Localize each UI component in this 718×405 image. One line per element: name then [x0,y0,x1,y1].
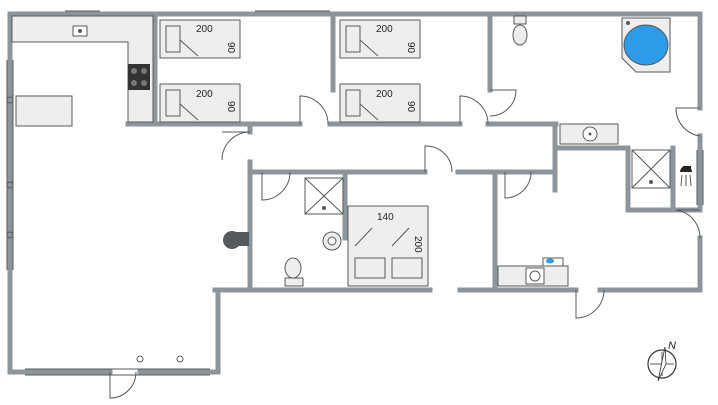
bed-length-label: 200 [376,89,393,100]
compass-north-label: N [668,340,676,352]
kitchen-counter [11,15,154,123]
bed-length-label: 140 [377,212,394,223]
stove-icon [128,64,150,90]
bed-width-label: 90 [225,42,236,54]
single-bed [159,83,241,123]
shower-room [631,149,692,189]
shower-icon [304,177,344,215]
bed-width-label: 90 [225,101,236,113]
bed-width-label: 90 [405,101,416,113]
compass-icon: N [647,340,677,382]
bed-length-label: 200 [376,24,393,35]
bathroom-whirlpool [512,15,671,145]
utility-room [497,257,569,287]
fireplace-icon [223,231,249,249]
whirlpool-icon [621,17,671,73]
bed-width-label: 90 [405,42,416,54]
toilet-icon [284,257,304,287]
shower-icon [631,149,671,189]
single-bed [339,19,421,59]
washing-machine-icon [525,267,545,285]
sink-icon [322,231,342,251]
master-bedroom: 140 200 [347,205,429,287]
bathroom-lower [284,177,344,287]
bedroom-2: 200 90 200 90 [339,19,421,123]
bedroom-1: 200 90 200 90 [159,19,241,123]
doors [109,89,701,399]
bed-width-label: 200 [412,236,423,253]
toilet-icon [512,15,528,46]
shower-head-icon [680,166,692,187]
kitchen-island [15,95,73,127]
kitchen [11,15,154,127]
single-bed [339,83,421,123]
windows [6,10,704,376]
bed-length-label: 200 [196,24,213,35]
sink-icon [559,123,619,145]
sink-icon [72,25,88,37]
double-bed [347,205,429,287]
bed-length-label: 200 [196,89,213,100]
single-bed [159,19,241,59]
walls [7,11,703,375]
